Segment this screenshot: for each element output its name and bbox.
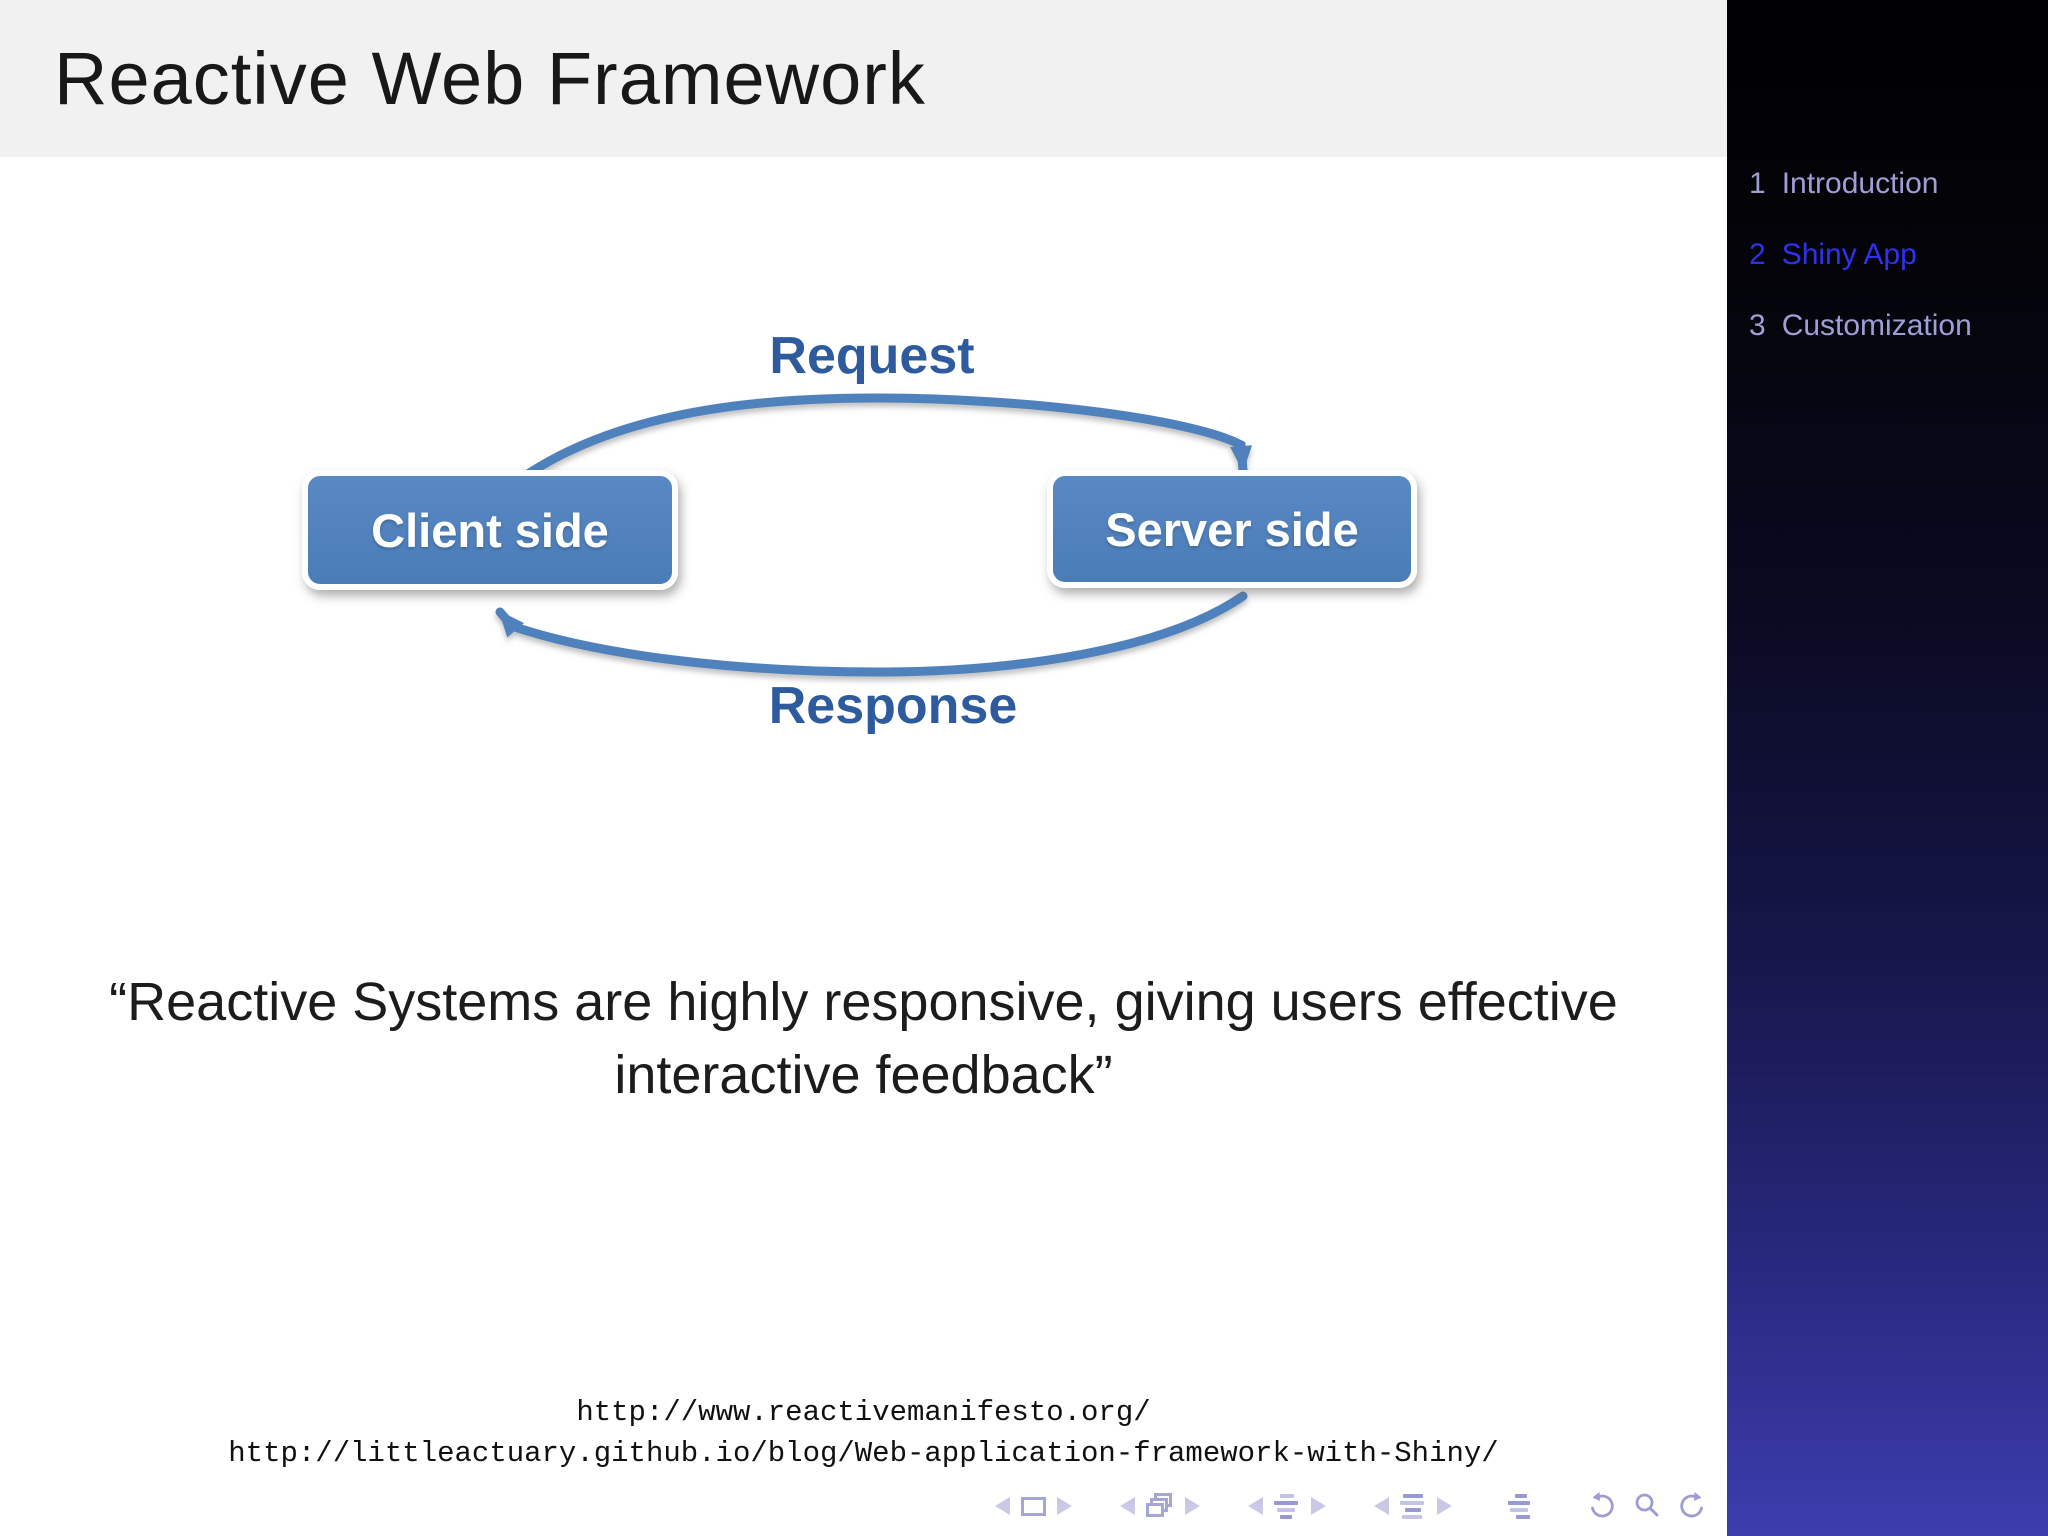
prev-slide-icon[interactable] [995,1497,1010,1515]
subsection-icon[interactable] [1274,1493,1300,1519]
appendix-icon[interactable] [1508,1493,1534,1519]
sidebar-item-introduction[interactable]: 1 Introduction [1749,167,2048,207]
prev-section-icon[interactable] [1374,1497,1389,1515]
reference-links: http://www.reactivemanifesto.org/ http:/… [0,1392,1727,1474]
server-side-label: Server side [1105,502,1359,556]
beamer-navigation-bar [995,1488,1708,1524]
section-number: 3 [1749,309,1766,342]
section-label: Introduction [1781,167,1939,200]
overlays-icon[interactable] [1146,1493,1174,1519]
link-url-1[interactable]: http://www.reactivemanifesto.org/ [576,1396,1151,1429]
next-section-icon[interactable] [1437,1497,1452,1515]
next-slide-icon[interactable] [1057,1497,1072,1515]
server-side-node: Server side [1047,470,1417,588]
quote-block: “Reactive Systems are highly responsive,… [0,966,1727,1112]
section-icon[interactable] [1400,1493,1426,1519]
next-frame-icon[interactable] [1185,1497,1200,1515]
sidebar-item-shiny-app[interactable]: 2 Shiny App [1749,238,2048,278]
search-icon[interactable] [1631,1490,1663,1522]
page-title: Reactive Web Framework [54,37,926,120]
client-side-node: Client side [302,470,678,590]
next-subsection-icon[interactable] [1311,1497,1326,1515]
sidebar-item-customization[interactable]: 3 Customization [1749,309,2048,349]
tools-group [1586,1490,1708,1522]
quote-line-2: interactive feedback” [614,1045,1113,1105]
sidebar: 1 Introduction 2 Shiny App 3 Customization [1727,0,2048,1536]
response-label: Response [768,677,1018,735]
link-url-2[interactable]: http://littleactuary.github.io/blog/Web-… [228,1437,1499,1470]
request-label: Request [769,327,975,385]
frame-nav-group [1120,1493,1200,1519]
forward-icon[interactable] [1676,1490,1708,1522]
slide-nav-group [995,1496,1072,1516]
subsection-nav-group [1248,1493,1326,1519]
prev-subsection-icon[interactable] [1248,1497,1263,1515]
sidebar-nav: 1 Introduction 2 Shiny App 3 Customization [1727,0,2048,349]
slide-title-bar: Reactive Web Framework [0,0,1727,157]
client-side-label: Client side [371,503,609,557]
response-arrow [495,591,1248,677]
section-number: 2 [1749,238,1766,271]
back-icon[interactable] [1586,1490,1618,1522]
section-label: Customization [1781,309,1972,342]
frame-icon[interactable] [1021,1496,1046,1516]
section-number: 1 [1749,167,1766,200]
section-label: Shiny App [1781,238,1917,271]
prev-frame-icon[interactable] [1120,1497,1135,1515]
quote-line-1: “Reactive Systems are highly responsive,… [109,972,1618,1032]
section-nav-group [1374,1493,1452,1519]
